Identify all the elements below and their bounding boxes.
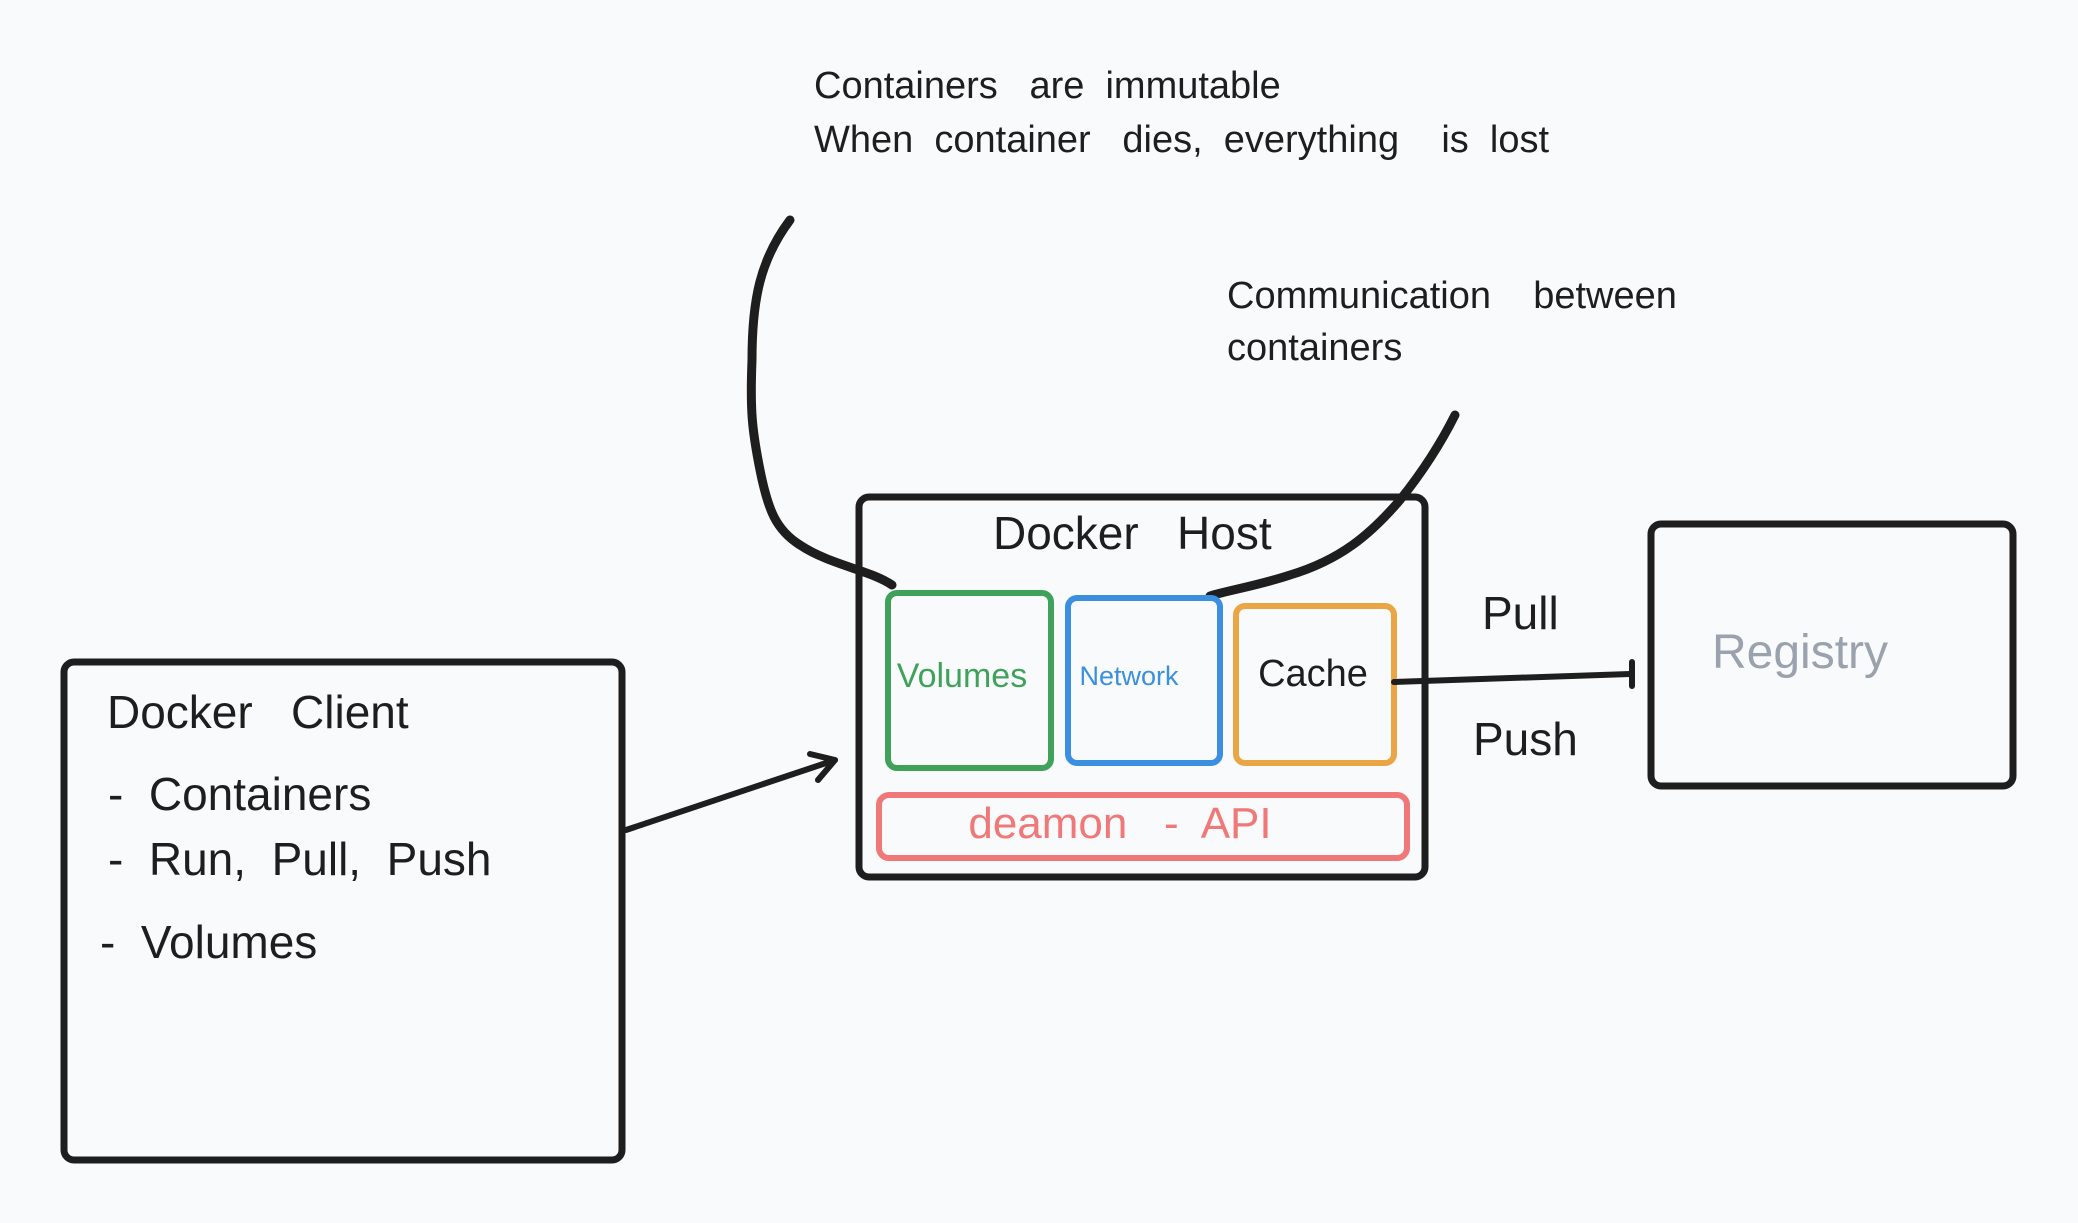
network-label: Network bbox=[1079, 661, 1179, 691]
docker-client-item: - Run, Pull, Push bbox=[108, 833, 492, 885]
push-label: Push bbox=[1473, 713, 1578, 765]
client-to-host-arrowhead bbox=[807, 751, 838, 783]
volumes-box[interactable] bbox=[885, 590, 1054, 771]
registry-label: Registry bbox=[1712, 626, 1888, 679]
docker-host-title: Docker Host bbox=[993, 507, 1272, 559]
registry-box[interactable] bbox=[1647, 520, 2017, 790]
note-communication-line1: Communication between bbox=[1227, 275, 1677, 317]
cache-label: Cache bbox=[1258, 653, 1368, 695]
note-immutable-line1: Containers are immutable bbox=[814, 65, 1281, 107]
pull-label: Pull bbox=[1482, 587, 1559, 639]
daemon-api-box[interactable] bbox=[876, 792, 1410, 861]
docker-client-box[interactable] bbox=[60, 658, 626, 1164]
network-box[interactable] bbox=[1065, 595, 1223, 766]
docker-client-title: Docker Client bbox=[107, 686, 409, 738]
cache-to-registry-line bbox=[1391, 671, 1633, 685]
immutable-pointer-curve bbox=[746, 215, 897, 590]
daemon-api-label: deamon - API bbox=[968, 799, 1271, 848]
note-immutable-line2: When container dies, everything is lost bbox=[814, 119, 1549, 161]
docker-client-item: - Volumes bbox=[100, 916, 317, 968]
note-communication-line2: containers bbox=[1227, 327, 1402, 369]
communication-pointer-curve bbox=[1205, 410, 1460, 601]
docker-host-box[interactable] bbox=[855, 493, 1429, 881]
docker-client-item: - Containers bbox=[108, 768, 371, 820]
volumes-label: Volumes bbox=[897, 657, 1027, 695]
client-to-host-arrow bbox=[623, 757, 838, 833]
